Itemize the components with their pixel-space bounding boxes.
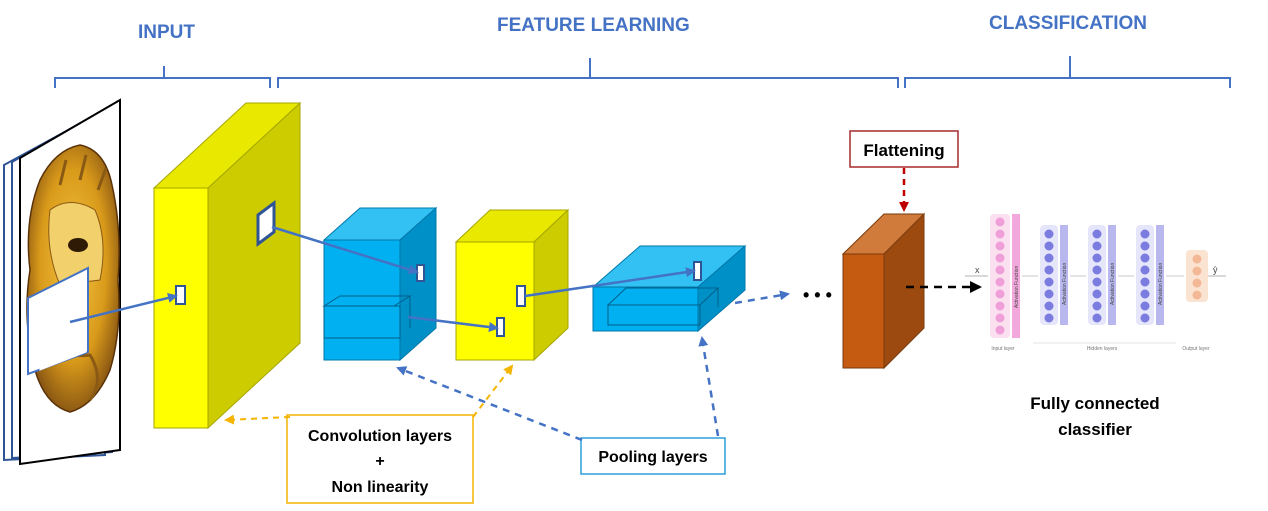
fc-label-line2: classifier — [1058, 420, 1132, 439]
arrow-pool1-to-conv2 — [407, 315, 499, 332]
conv1-front-window — [175, 285, 186, 305]
conv-layer-2 — [454, 208, 570, 362]
arrow-conv2-to-pool2 — [524, 267, 696, 298]
arrow-pool-label-to-pool1 — [396, 366, 583, 442]
pool-layer-2 — [591, 244, 747, 333]
mlp-hidden-layers-label: Hidden layers — [1087, 346, 1118, 352]
arrow-conv-label-to-conv1 — [224, 414, 291, 425]
ellipsis: • • • — [803, 285, 832, 305]
mlp-activation-label-4: Activation Function — [1158, 263, 1164, 305]
conv1-side-window — [256, 200, 276, 247]
fc-label-line1: Fully connected — [1030, 394, 1159, 413]
mlp-activation-label-3: Activation Function — [1110, 263, 1116, 305]
pool-label: Pooling layers — [598, 449, 707, 466]
pool2-window — [693, 261, 702, 281]
arrow-input-to-conv1 — [69, 293, 178, 324]
arrow-conv1-to-pool1 — [271, 225, 419, 275]
mlp-input-layer-label: Input layer — [991, 346, 1015, 352]
conv-layer-1 — [152, 101, 302, 430]
section-title-feature-learning: FEATURE LEARNING — [497, 15, 690, 36]
mlp-input-symbol: x — [975, 265, 980, 275]
conv-label-line1: Convolution layers — [308, 428, 452, 445]
flatten-block — [841, 212, 926, 370]
arrow-pool2-dashed — [734, 290, 790, 305]
brace-feature-learning — [277, 58, 899, 88]
input-layer-neurons — [995, 217, 1005, 335]
conv2-side-window — [516, 285, 526, 307]
section-title-input: INPUT — [138, 22, 195, 43]
flattening-label: Flattening — [863, 141, 944, 160]
pool-label-box — [580, 437, 726, 475]
flattening-box — [849, 130, 959, 168]
brace-input — [54, 66, 271, 88]
mlp-activation-label-2: Activation Function — [1062, 263, 1068, 305]
section-title-classification: CLASSIFICATION — [989, 13, 1147, 34]
mlp-output-symbol: ŷ — [1213, 265, 1218, 275]
pool-layer-1 — [322, 206, 438, 362]
mlp-diagram: x Activation Function Activation Functio… — [965, 214, 1226, 352]
input-image — [3, 98, 121, 466]
mlp-activation-label-1: Activation Function — [1014, 266, 1020, 308]
conv2-front-window — [496, 317, 505, 337]
brace-classification — [904, 56, 1231, 88]
pool1-window — [416, 264, 425, 282]
arrow-pool-label-to-pool2 — [698, 336, 720, 437]
conv-label-line2: + — [375, 453, 384, 470]
mlp-output-layer-label: Output layer — [1182, 346, 1210, 352]
conv-label-box — [286, 414, 474, 504]
conv-label-line3: Non linearity — [332, 479, 429, 496]
